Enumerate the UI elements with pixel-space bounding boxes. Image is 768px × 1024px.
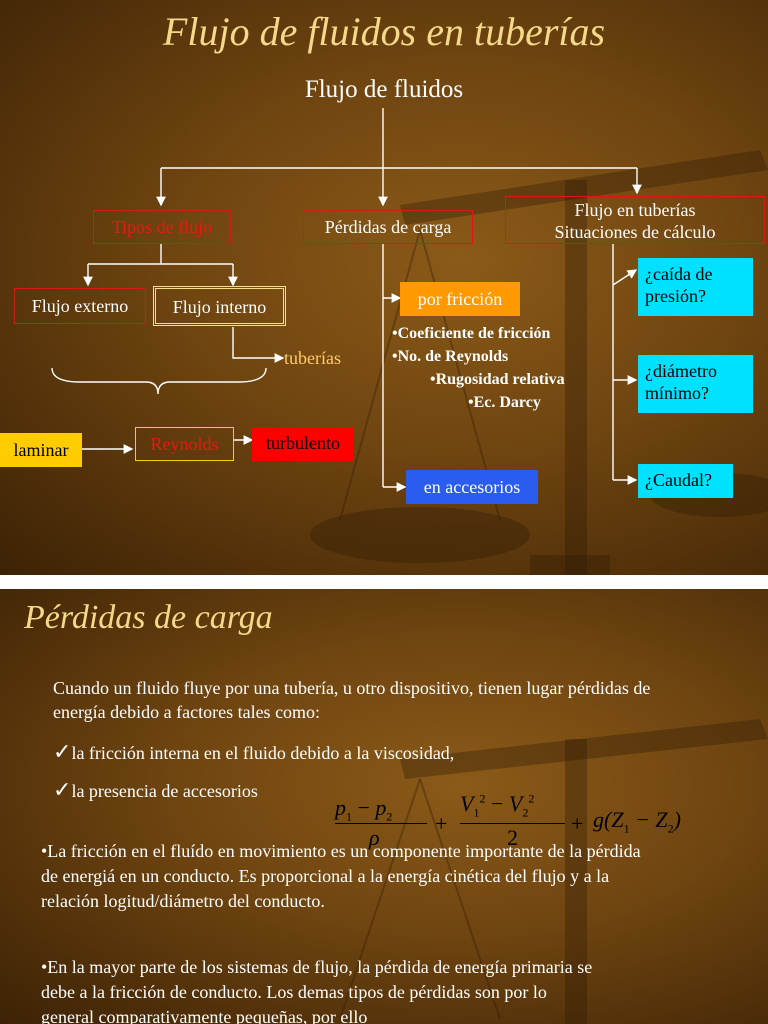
formula-plus: + — [571, 811, 584, 836]
flujo-interno-box: Flujo interno — [153, 286, 286, 326]
root-node: Flujo de fluidos — [304, 76, 464, 103]
slide-perdidas-carga: Pérdidas de carga Cuando un fluido fluye… — [0, 589, 768, 1024]
por-friccion-box: por fricción — [400, 282, 520, 316]
slide-title: Flujo de fluidos en tuberías — [162, 9, 606, 54]
q1-line2: presión? — [645, 286, 706, 306]
flujo-interno-label: Flujo interno — [172, 297, 267, 317]
q3-label: ¿Caudal? — [645, 470, 712, 490]
turbulento-box: turbulento — [252, 427, 354, 461]
check-item-viscosidad: ✓la fricción interna en el fluido debido… — [53, 740, 653, 765]
formula-numerator-v: V12 − V22 — [460, 791, 535, 820]
perdidas-de-carga-box: Pérdidas de carga — [303, 210, 473, 244]
formula-rho: ρ — [369, 825, 380, 850]
diametro-minimo-box: ¿diámetro mínimo? — [638, 355, 753, 413]
friccion-paragraph: •La fricción en el fluído en movimiento … — [41, 841, 641, 911]
slide-flujo-tuberias: Flujo de fluidos en tuberías Flujo de fl… — [0, 0, 768, 575]
q1-line1: ¿caída de — [645, 264, 713, 284]
reynolds-box: Reynolds — [135, 427, 234, 461]
laminar-label: laminar — [13, 440, 69, 460]
formula-two: 2 — [507, 825, 518, 850]
formula-gravity-term: g(Z1 − Z2) — [593, 807, 681, 836]
flujo-externo-label: Flujo externo — [31, 296, 129, 316]
check1-text: la fricción interna en el fluido debido … — [71, 743, 455, 763]
tuberias-label: tuberías — [284, 348, 341, 368]
friccion-item: •Ec. Darcy — [468, 394, 541, 411]
slide2-title: Pérdidas de carga — [24, 599, 273, 636]
sistemas-paragraph: •En la mayor parte de los sistemas de fl… — [41, 957, 593, 1024]
friccion-item: •Coeficiente de fricción — [392, 325, 551, 342]
balance-scale-illustration — [339, 719, 768, 1024]
check-icon: ✓ — [53, 777, 72, 802]
diagram-connectors — [51, 108, 642, 492]
bernoulli-formula: p1 − p2 ρ + V12 − V22 2 + g(Z1 − Z2) — [335, 789, 735, 850]
flujo-externo-box: Flujo externo — [14, 288, 146, 324]
caida-presion-box: ¿caída de presión? — [638, 258, 753, 316]
formula-numerator-p: p1 − p2 — [335, 795, 393, 824]
friccion-item: •No. de Reynolds — [392, 348, 509, 365]
formula-plus: + — [435, 811, 448, 836]
calc-line1: Flujo en tuberías — [574, 200, 696, 220]
slide-separator — [0, 575, 768, 589]
turbulento-label: turbulento — [266, 433, 340, 453]
fraction-bar — [335, 823, 427, 824]
laminar-box: laminar — [0, 433, 82, 467]
q2-line1: ¿diámetro — [645, 361, 717, 381]
check-item-accesorios: ✓la presencia de accesorios — [53, 778, 453, 803]
en-accesorios-label: en accesorios — [423, 477, 521, 497]
fraction-bar — [460, 823, 565, 824]
tipos-de-flujo-label: Tipos de flujo — [111, 217, 213, 237]
calc-line2: Situaciones de cálculo — [554, 222, 716, 242]
balance-scale-illustration — [310, 150, 768, 575]
por-friccion-label: por fricción — [417, 289, 503, 309]
intro-paragraph: Cuando un fluido fluye por una tubería, … — [53, 678, 651, 722]
reynolds-label: Reynolds — [150, 434, 219, 454]
friccion-item: •Rugosidad relativa — [430, 371, 565, 388]
en-accesorios-box: en accesorios — [406, 470, 538, 504]
q2-line2: mínimo? — [645, 383, 709, 403]
caudal-box: ¿Caudal? — [638, 464, 733, 498]
check-icon: ✓ — [53, 739, 72, 764]
situaciones-calculo-box: Flujo en tuberías Situaciones de cálculo — [505, 196, 765, 244]
check2-text: la presencia de accesorios — [71, 781, 258, 801]
tipos-de-flujo-box: Tipos de flujo — [93, 210, 231, 244]
perdidas-de-carga-label: Pérdidas de carga — [324, 217, 452, 237]
